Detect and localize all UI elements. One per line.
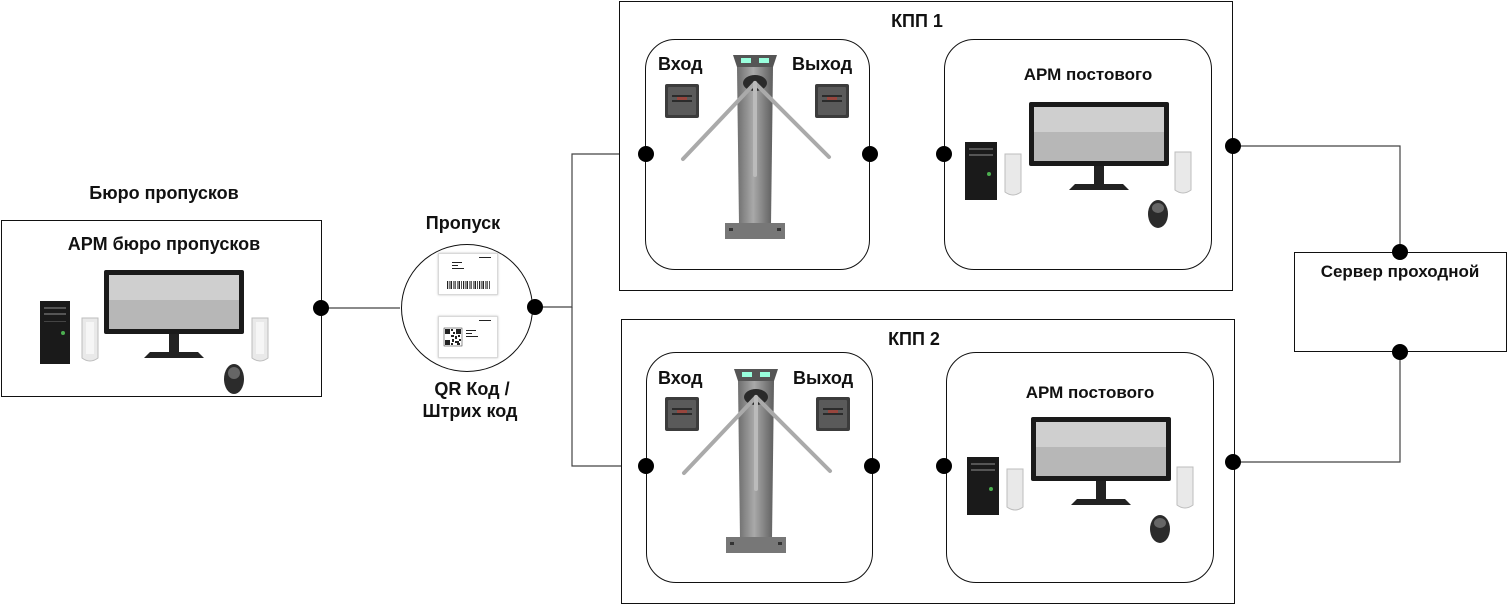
checkpoint-2-exit-label: Выход — [793, 368, 854, 388]
turnstile-icon — [681, 53, 831, 241]
mouse-icon — [224, 364, 244, 394]
checkpoint-1-exit-label: Выход — [792, 54, 853, 74]
bureau-title: Бюро пропусков — [89, 183, 239, 203]
server-top-connector — [1392, 244, 1408, 260]
checkpoint-2-exit-connector — [864, 458, 880, 474]
card-reader-icon — [665, 397, 699, 431]
pass-code-label-line1: QR Код / — [434, 379, 510, 399]
qr-code-icon — [443, 320, 491, 347]
turnstile-icon — [682, 367, 832, 555]
bureau-connector — [313, 300, 329, 316]
monitor-icon — [966, 416, 1194, 544]
checkpoint-2-guard-in-connector — [936, 458, 952, 474]
card-reader-icon — [665, 84, 699, 118]
server-label: Сервер проходной — [1320, 262, 1480, 281]
card-reader-icon — [815, 84, 849, 118]
checkpoint-1-guard-label: АРМ постового — [1023, 65, 1153, 84]
checkpoint-2-guard-label: АРМ постового — [1025, 383, 1155, 402]
checkpoint-2-entry-label: Вход — [658, 368, 703, 388]
server-box — [1294, 252, 1507, 352]
barcode-icon — [447, 257, 491, 289]
bureau-workstation-label: АРМ бюро пропусков — [67, 234, 261, 254]
pass-card-qr — [438, 316, 498, 358]
server-bottom-connector — [1392, 344, 1408, 360]
checkpoint-2-entry-connector — [638, 458, 654, 474]
checkpoint-1-entry-label: Вход — [658, 54, 703, 74]
computer-tower-icon — [40, 301, 70, 364]
speaker-icon — [81, 317, 99, 362]
computer-tower-icon — [964, 101, 1192, 229]
pass-title: Пропуск — [425, 213, 501, 233]
checkpoint-1-entry-connector — [638, 146, 654, 162]
card-reader-icon — [816, 397, 850, 431]
checkpoint-1-title: КПП 1 — [891, 11, 943, 31]
checkpoint-1-guard-in-connector — [936, 146, 952, 162]
pass-connector — [527, 299, 543, 315]
monitor-icon — [104, 270, 244, 358]
pass-code-label-line2: Штрих код — [422, 401, 518, 421]
checkpoint-2-guard-out-connector — [1225, 454, 1241, 470]
checkpoint-1-guard-out-connector — [1225, 138, 1241, 154]
checkpoint-2-title: КПП 2 — [888, 329, 940, 349]
speaker-icon — [251, 317, 269, 362]
checkpoint-1-exit-connector — [862, 146, 878, 162]
pass-card-barcode — [438, 253, 498, 295]
